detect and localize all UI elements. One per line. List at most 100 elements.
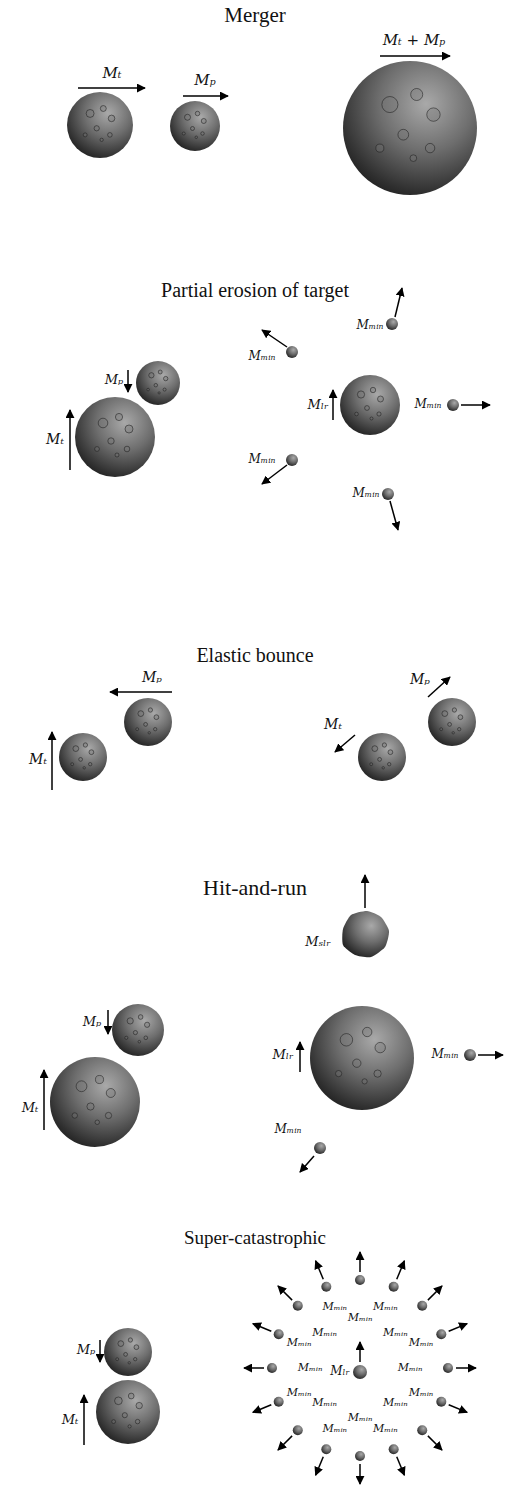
sphere-body: [136, 361, 180, 405]
crater: [136, 728, 139, 731]
sphere-body: [355, 1275, 365, 1285]
sphere-body: [104, 1328, 152, 1376]
crater: [410, 155, 417, 162]
crater: [124, 1352, 128, 1356]
panel-title: Partial erosion of target: [161, 279, 349, 301]
sphere-body: [314, 1142, 326, 1154]
velocity-arrow: [335, 735, 355, 752]
crater: [149, 373, 154, 378]
crater: [378, 757, 382, 761]
body-sphere: [124, 698, 172, 746]
mass-label: Mₘᵢₙ: [383, 1327, 408, 1339]
crater: [100, 138, 103, 141]
body-sphere: [274, 1397, 284, 1407]
sphere-body: [50, 1057, 140, 1147]
body-sphere: [358, 733, 406, 781]
crater: [398, 129, 409, 140]
body-sphere: [59, 733, 107, 781]
velocity-arrow: [359, 1252, 361, 1272]
mass-label: Mₗᵣ: [273, 1048, 294, 1062]
mass-label: Mₜ: [22, 1101, 39, 1115]
sphere-body: [447, 399, 459, 411]
mass-label: Mₘᵢₙ: [348, 1312, 373, 1324]
sphere-body: [59, 733, 107, 781]
body-sphere: [343, 61, 477, 195]
body-sphere: [428, 698, 476, 746]
sphere-body: [321, 1282, 331, 1292]
body-sphere: [443, 1363, 453, 1373]
crater: [382, 743, 386, 747]
mass-label: Mₗᵣ: [308, 398, 329, 412]
velocity-arrow: [183, 95, 228, 97]
sphere-body: [112, 1004, 164, 1056]
sphere-body: [358, 733, 406, 781]
mass-label: Mₘᵢₙ: [432, 1048, 459, 1061]
velocity-arrow: [253, 1405, 271, 1413]
mass-label: Mₘᵢₙ: [287, 1337, 312, 1349]
mass-label: Mₘᵢₙ: [312, 1327, 337, 1339]
sphere-body: [389, 1282, 399, 1292]
mass-label: Mₘᵢₙ: [357, 319, 384, 332]
crater: [163, 388, 166, 391]
body-sphere: [436, 1397, 446, 1407]
sphere-body: [274, 1329, 284, 1339]
velocity-arrow: [69, 410, 71, 470]
body-sphere: [321, 1282, 331, 1292]
crater: [370, 417, 373, 420]
crater: [118, 1341, 124, 1347]
crater: [158, 392, 160, 394]
velocity-arrow: [316, 1261, 324, 1279]
crater: [94, 126, 99, 131]
crater: [353, 1059, 361, 1067]
velocity-arrow: [461, 404, 490, 406]
velocity-arrow: [253, 1324, 271, 1332]
body-sphere: [436, 1329, 446, 1339]
body-sphere: [112, 1004, 164, 1056]
crater: [83, 767, 85, 769]
mass-label: Mₘᵢₙ: [409, 1337, 434, 1349]
crater: [138, 1015, 143, 1020]
crater: [135, 1419, 139, 1423]
velocity-arrow: [83, 1395, 85, 1445]
crater: [108, 133, 113, 138]
sphere-body: [464, 1049, 476, 1061]
crater: [147, 388, 150, 391]
body-sphere: [293, 1301, 303, 1311]
mass-label: Mₚ: [142, 670, 162, 685]
crater: [95, 447, 100, 452]
crater: [106, 1089, 115, 1098]
mass-label: Mₜ: [46, 432, 64, 447]
sphere-body: [293, 1425, 303, 1435]
mass-label: Mₘᵢₙ: [287, 1387, 312, 1399]
crater: [89, 750, 94, 755]
sphere-body: [267, 1363, 277, 1373]
mass-label: Mₚ: [194, 72, 215, 89]
crater: [116, 1358, 119, 1361]
mass-label: Mₚ: [83, 1015, 102, 1029]
crater: [452, 732, 454, 734]
body-sphere: [286, 454, 298, 466]
mass-label: Mₘᵢₙ: [322, 1423, 347, 1435]
crater: [148, 708, 152, 712]
crater: [148, 732, 150, 734]
sphere-body: [293, 1301, 303, 1311]
body-sphere: [136, 361, 180, 405]
sphere-body: [343, 61, 477, 195]
crater: [83, 133, 87, 137]
crater: [87, 1103, 94, 1110]
mass-label: Mₘᵢₙ: [249, 453, 276, 466]
crater: [136, 1402, 142, 1408]
sphere-body: [310, 1006, 414, 1110]
crater: [201, 119, 206, 124]
velocity-arrow: [428, 677, 450, 697]
velocity-arrow: [278, 1436, 292, 1450]
crater: [154, 728, 157, 731]
body-sphere: [314, 1142, 326, 1154]
mass-label: Mₚ: [105, 373, 124, 387]
crater: [442, 711, 448, 717]
velocity-arrow: [99, 1340, 101, 1362]
body-sphere: [464, 1049, 476, 1061]
crater: [363, 1027, 372, 1036]
sphere-body: [417, 1301, 427, 1311]
mass-label: Mₘᵢₙ: [275, 1123, 302, 1136]
